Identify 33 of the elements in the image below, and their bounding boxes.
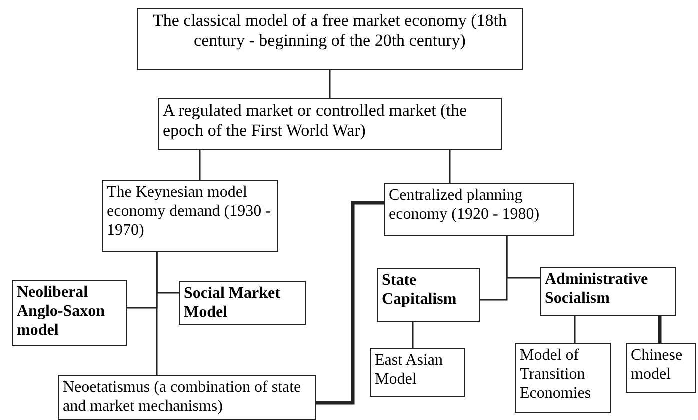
connector-line: [574, 316, 576, 343]
thick-connector-line: [658, 316, 662, 343]
box-text: Social Market Model: [184, 284, 282, 322]
connector-line: [506, 236, 540, 279]
model-box: [515, 343, 611, 413]
box-text: Chinese model: [631, 346, 684, 384]
thick-connector-line: [316, 201, 384, 405]
box-text: A regulated market or controlled market (the epoch of the First World War): [163, 101, 468, 142]
model-box: [377, 268, 480, 322]
connector-line: [412, 322, 414, 348]
model-box: [102, 180, 278, 252]
box-text: Model of Transition Economies: [520, 346, 592, 404]
model-box: [384, 183, 574, 236]
box-text: East Asian Model: [375, 351, 444, 390]
model-box: [137, 8, 523, 70]
connector-line: [156, 252, 158, 375]
connector-line: [449, 150, 451, 183]
box-text: Neoliberal Anglo-Saxon model: [17, 283, 106, 341]
box-text: Neoetatismus (a combination of state and market mechanisms): [63, 378, 302, 416]
model-box: [158, 98, 502, 150]
model-box: [626, 343, 696, 393]
model-box: [540, 267, 676, 316]
box-text: State Capitalism: [382, 271, 458, 310]
model-box: [58, 375, 316, 420]
model-box: [370, 348, 465, 397]
box-text: Centralized planning economy (1920 - 1980): [389, 186, 541, 224]
box-text: The classical model of a free market economy (18th century - beginning of the 20th century): [152, 11, 508, 52]
connector-line: [329, 70, 331, 98]
box-text: The Keynesian model economy demand (1930 - 1970): [107, 183, 272, 241]
connector-line: [199, 150, 201, 180]
model-box: [12, 280, 127, 346]
model-box: [179, 281, 306, 325]
box-text: Administrative Socialism: [545, 270, 650, 308]
